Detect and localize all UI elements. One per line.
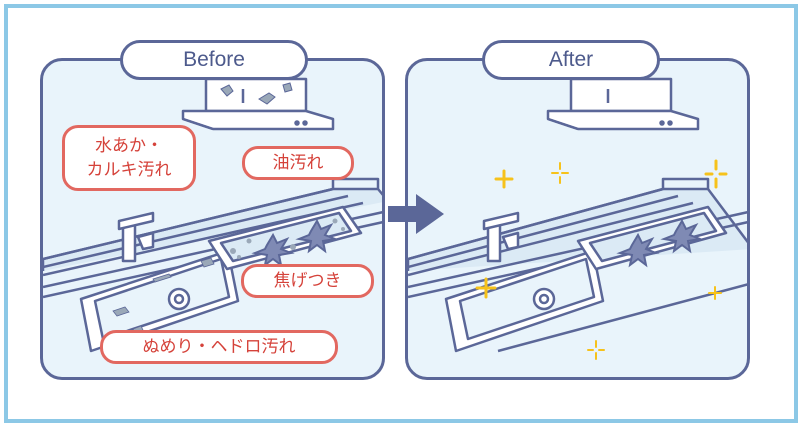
sparkle-icon [551, 162, 569, 184]
sparkle-icon [587, 340, 605, 360]
range-hood [181, 77, 335, 131]
label-water-scale: 水あか・ カルキ汚れ [62, 125, 196, 191]
hood-grime [220, 82, 293, 105]
label-oil-stain: 油汚れ [242, 146, 354, 180]
label-slime-sludge: ぬめり・ヘドロ汚れ [100, 330, 338, 364]
before-title: Before [120, 40, 308, 80]
faucet [482, 211, 520, 263]
sparkle-icon [708, 286, 722, 300]
burner-left [616, 232, 660, 268]
burner-left [251, 232, 295, 268]
sink [444, 249, 605, 353]
sink [79, 249, 240, 353]
range-hood [546, 77, 700, 131]
sparkle-icon [704, 159, 728, 189]
burner-right [660, 218, 704, 254]
sparkle-icon [475, 277, 497, 299]
sparkle-icon [494, 169, 514, 189]
faucet [117, 211, 155, 263]
stove-grime [230, 218, 345, 259]
clean-kitchen-illustration [408, 77, 747, 360]
arrow-right-icon [388, 194, 444, 234]
sparkle-icons [475, 159, 728, 360]
after-panel [405, 58, 750, 380]
burner-right [295, 218, 339, 254]
label-scorch: 焦げつき [241, 264, 374, 298]
after-title: After [482, 40, 660, 80]
